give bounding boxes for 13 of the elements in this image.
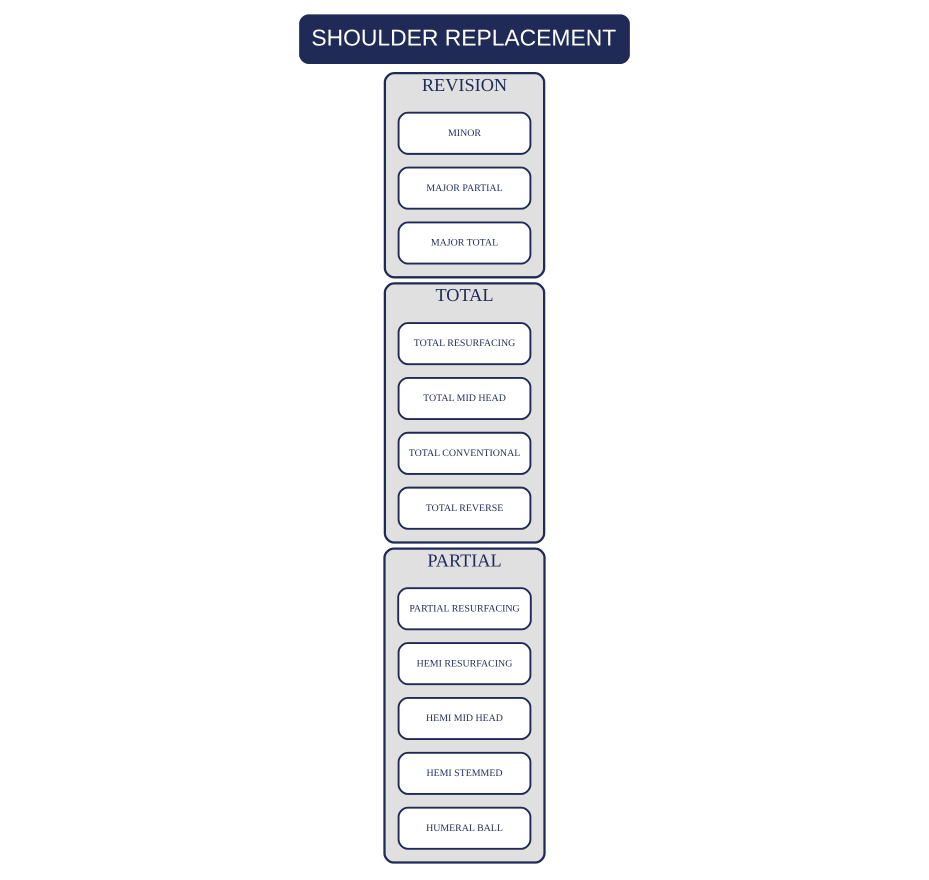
node-box: TOTAL CONVENTIONAL [398, 432, 532, 475]
diagram-title: SHOULDER REPLACEMENT [311, 24, 616, 50]
node-box: HEMI RESURFACING [398, 642, 532, 686]
node-box: MAJOR TOTAL [398, 222, 532, 265]
node-box: MAJOR PARTIAL [398, 166, 532, 210]
node-box: TOTAL REVERSE [398, 486, 532, 530]
node-box: HEMI MID HEAD [398, 696, 532, 740]
node-box: HEMI STEMMED [398, 752, 532, 795]
node-box: TOTAL RESURFACING [398, 322, 532, 366]
node-box: PARTIAL RESURFACING [397, 587, 532, 630]
node-box: MINOR [398, 112, 532, 155]
node-box: HUMERAL BALL [398, 806, 532, 850]
node-box: TOTAL MID HEAD [398, 376, 532, 420]
